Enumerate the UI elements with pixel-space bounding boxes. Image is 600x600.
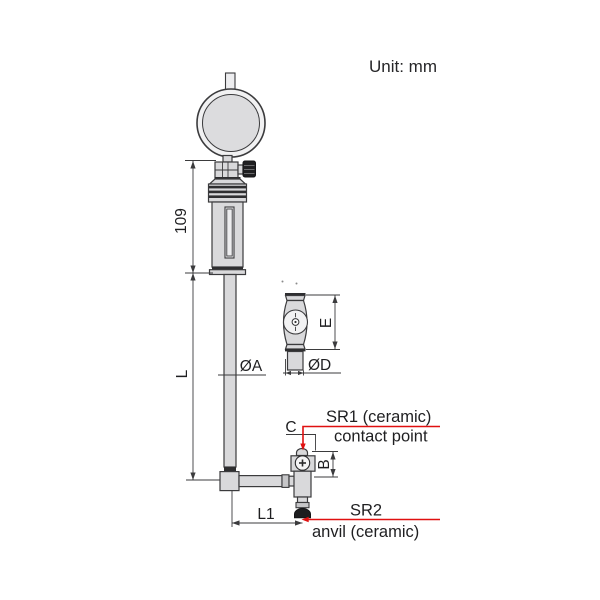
centerline-dot: [295, 282, 298, 285]
measuring-head: [219, 447, 316, 519]
handle-flare: [207, 178, 248, 185]
unit-label: Unit: mm: [369, 57, 437, 76]
dimension-B: B: [312, 451, 338, 478]
head-lower-body: [293, 470, 312, 498]
handle-band: [208, 185, 247, 189]
detail-top-rim: [285, 293, 306, 296]
dimension-L: L: [174, 273, 220, 481]
anvil: [294, 507, 311, 519]
knob-stub: [237, 164, 244, 175]
handle-top-rim: [214, 177, 241, 180]
callout-sr1: SR1 (ceramic) contact point: [300, 408, 440, 451]
dim-C-label: C: [285, 419, 296, 436]
sr1-sub-label: contact point: [334, 428, 428, 446]
stem: [223, 273, 237, 472]
dial-top-stem: [224, 72, 236, 91]
dimension-L1: L1: [231, 491, 303, 527]
handle-grip: [207, 177, 248, 276]
dial-face: [202, 94, 260, 152]
detail-bottom-rim: [285, 349, 306, 352]
handle-band: [208, 195, 247, 198]
sr1-leader-arrow: [300, 443, 306, 451]
dimension-C: C: [285, 419, 316, 451]
dial-indicator: [196, 72, 266, 179]
handle-band: [208, 190, 247, 194]
detail-center-dot: [294, 320, 297, 324]
grip-slot: [224, 206, 235, 259]
dim-E-label: E: [318, 318, 335, 328]
arm-joint-band: [281, 474, 290, 488]
callout-sr2: SR2 anvil (ceramic): [301, 502, 440, 541]
detail-top-flare: [284, 294, 306, 302]
sr1-label: SR1 (ceramic): [326, 408, 431, 426]
dimension-109: 109: [173, 160, 216, 274]
sr2-sub-label: anvil (ceramic): [312, 523, 419, 541]
dim-L-label: L: [174, 369, 191, 378]
sr2-leader-arrow: [301, 516, 309, 523]
dim-OD-label: ØD: [308, 357, 331, 374]
stem-rod: [223, 273, 237, 468]
sr2-label: SR2: [350, 502, 382, 520]
anvil-holder: [295, 501, 310, 509]
horizontal-arm: [238, 475, 283, 488]
dimension-OA: ØA: [218, 358, 266, 376]
centerline-dot: [281, 280, 284, 283]
dim-B-label: B: [316, 459, 333, 469]
dim-109-label: 109: [173, 208, 190, 234]
dim-L1-label: L1: [257, 506, 274, 523]
grip-bottom-flare: [208, 269, 247, 276]
stem-bottom-band: [224, 467, 236, 472]
grip-bottom-band: [212, 266, 243, 270]
dimension-E: E: [306, 294, 340, 350]
detail-cylinder: [286, 350, 304, 371]
head-step: [296, 496, 309, 504]
dimension-OD: ØD: [283, 357, 341, 376]
grip-slot-inner: [226, 208, 233, 257]
contact-point-detail: [281, 280, 309, 371]
dial-neck: [222, 154, 233, 163]
contact-point: [295, 447, 309, 457]
dim-OA-label: ØA: [240, 358, 263, 375]
elbow-block: [219, 471, 240, 492]
detail-bottom-flare: [284, 343, 306, 350]
